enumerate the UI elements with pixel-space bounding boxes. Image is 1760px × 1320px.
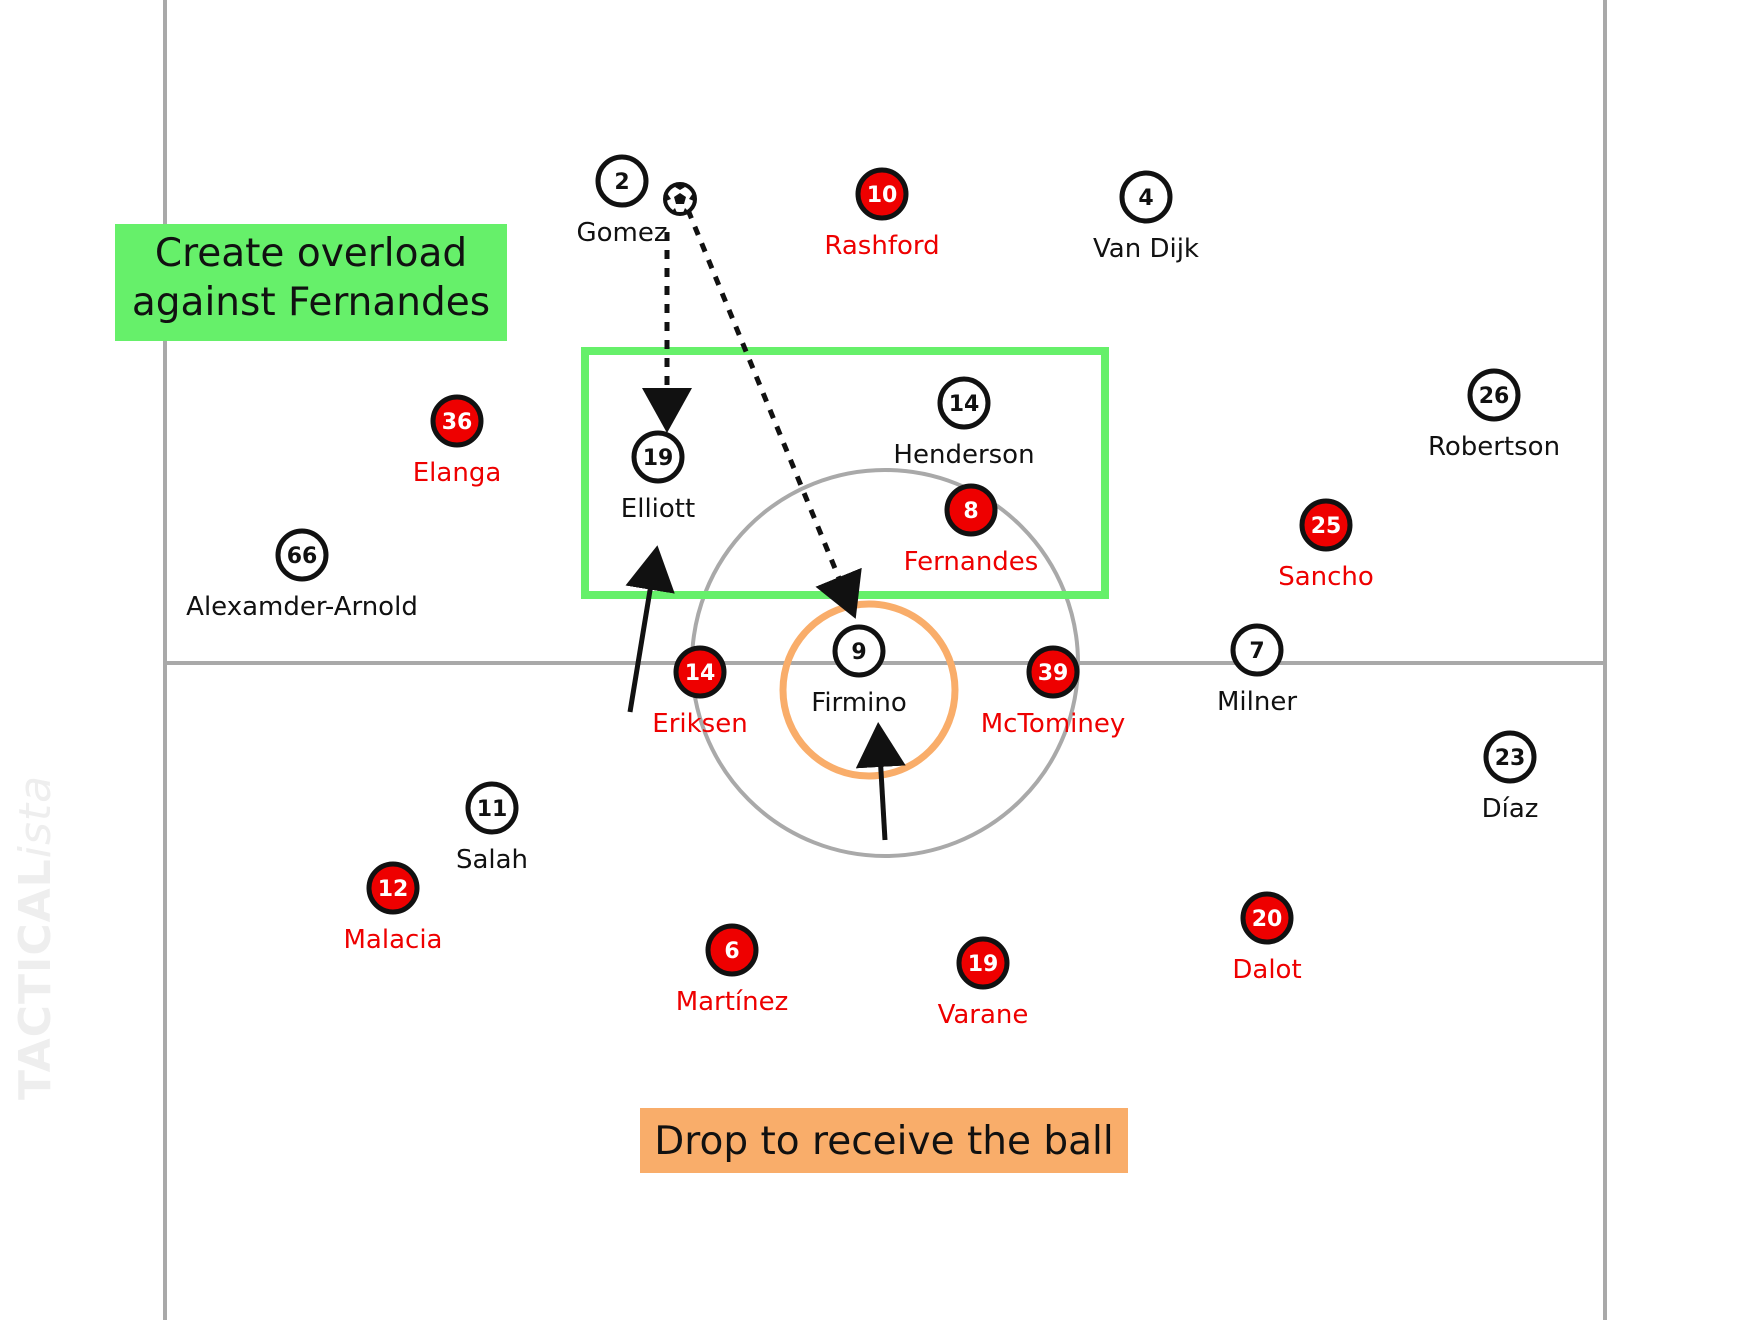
player-number: 12 [378,877,409,902]
player-number: 39 [1038,661,1069,686]
player-name: Sancho [1278,562,1374,592]
player-number: 26 [1479,384,1510,409]
firmino-drop-run-arrow [855,722,906,841]
player-marker [430,394,484,448]
player-marker [673,645,727,699]
player-number: 6 [724,939,739,964]
player-name: Díaz [1482,794,1539,824]
overload-callout: Create overload against Fernandes [115,224,507,341]
player-number: 20 [1252,907,1283,932]
player-number: 23 [1495,746,1526,771]
drop-zone-circle [779,600,959,780]
player-marker [855,167,909,221]
player-marker [1299,498,1353,552]
player-number: 14 [949,392,980,417]
player-name: Dalot [1232,955,1301,985]
player-number: 11 [477,797,508,822]
player-marker [1467,368,1521,422]
player-name: Robertson [1428,432,1560,462]
player-number: 36 [442,410,473,435]
football-icon [663,182,697,216]
player-name: McTominey [981,709,1126,739]
player-name: Elliott [621,494,695,524]
gomez-to-firmino-pass-arrow [685,209,862,619]
tacticalista-watermark: TACTICALista [10,775,61,1100]
player-marker [1483,730,1537,784]
player-name: Elanga [413,458,502,488]
player-name: Salah [456,845,528,875]
player-name: Alexamder-Arnold [186,592,418,622]
player-number: 10 [867,183,898,208]
player-name: Malacia [344,925,443,955]
player-marker [956,936,1010,990]
player-marker [832,624,886,678]
watermark-italic: ista [10,774,61,859]
player-name: Van Dijk [1093,234,1199,264]
player-name: Henderson [893,440,1034,470]
player-name: Eriksen [652,709,747,739]
player-name: Rashford [824,231,939,261]
player-marker [937,376,991,430]
player-number: 4 [1138,186,1153,211]
player-number: 9 [851,640,866,665]
player-marker [944,483,998,537]
player-marker [631,430,685,484]
player-number: 25 [1311,514,1342,539]
player-name: Fernandes [904,547,1039,577]
watermark-bold: TACTICAL [10,858,61,1100]
player-name: Martínez [676,987,789,1017]
player-marker [1119,170,1173,224]
player-number: 66 [287,544,318,569]
player-marker [595,154,649,208]
player-marker [705,923,759,977]
player-marker [1230,623,1284,677]
player-number: 14 [685,661,716,686]
player-marker [275,528,329,582]
player-marker [1026,645,1080,699]
player-number: 2 [614,170,629,195]
player-name: Gomez [576,218,667,248]
player-name: Milner [1217,687,1297,717]
player-marker [366,861,420,915]
player-number: 19 [643,446,674,471]
drop-callout: Drop to receive the ball [640,1108,1128,1173]
player-name: Firmino [811,688,906,718]
player-number: 7 [1249,639,1264,664]
player-number: 8 [963,499,978,524]
player-marker [465,781,519,835]
player-name: Varane [938,1000,1029,1030]
player-number: 19 [968,952,999,977]
player-marker [1240,891,1294,945]
eriksen-to-elliott-run-arrow [625,545,675,713]
